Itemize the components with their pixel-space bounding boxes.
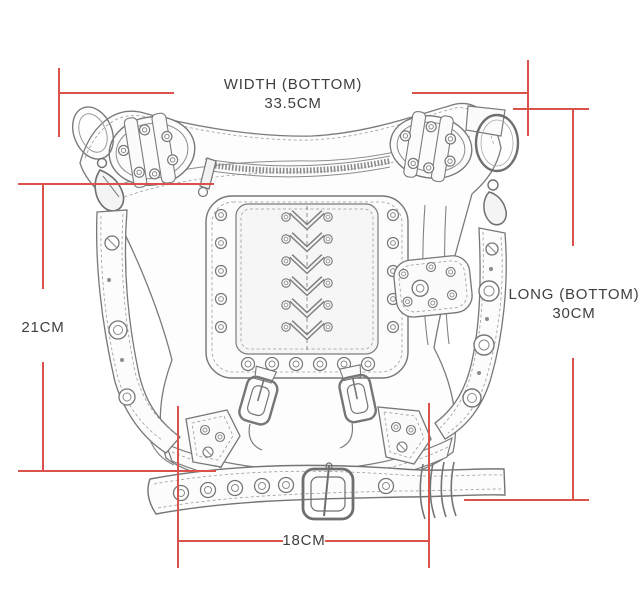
long-dimension-label: LONG (BOTTOM) 30CM: [509, 285, 640, 323]
width-dim-left-tick: [58, 68, 60, 137]
inner-width-dim-right-tick: [428, 403, 430, 568]
height-dim-line-lower: [42, 362, 44, 472]
right-buckle-plate: [389, 110, 473, 183]
front-pouch: [205, 195, 409, 379]
right-shield-panel: [377, 406, 432, 465]
d-ring: [474, 113, 520, 173]
left-hanging-strap: [71, 106, 181, 466]
long-dim-bottom-tick: [464, 499, 589, 501]
width-value-text: 33.5CM: [264, 95, 322, 112]
left-shield-panel: [185, 409, 241, 468]
long-label-text: LONG (BOTTOM): [508, 286, 640, 303]
width-label-text: WIDTH (BOTTOM): [223, 76, 363, 93]
carabiner-clip: [94, 169, 125, 212]
height-dim-bottom-tick: [18, 470, 216, 472]
inner-width-value-text: 18CM: [282, 532, 326, 549]
zipper: [197, 155, 391, 198]
height-value-text: 21CM: [21, 319, 65, 336]
width-dim-line-right: [412, 92, 528, 94]
inner-width-dim-left-tick: [177, 406, 179, 568]
left-mini-buckle: [238, 365, 279, 426]
side-cuff-pocket: [393, 204, 473, 346]
inner-width-dim-line-right: [325, 540, 430, 542]
width-dimension-label: WIDTH (BOTTOM) 33.5CM: [224, 75, 362, 113]
right-hanging-strap: [434, 105, 520, 440]
inner-width-dim-line-left: [177, 540, 283, 542]
right-mini-buckle: [338, 364, 377, 424]
bottom-belt: [147, 461, 506, 521]
width-dim-line-left: [58, 92, 174, 94]
long-dim-line-lower: [572, 358, 574, 501]
long-value-text: 30CM: [552, 305, 596, 322]
long-dim-top-tick: [513, 108, 589, 110]
belt-buckle: [301, 462, 355, 521]
height-dim-top-tick: [18, 183, 214, 185]
zipper-pull: [199, 157, 217, 190]
corset-lacing: [281, 206, 333, 352]
inner-width-dimension-label: 18CM: [282, 531, 325, 550]
long-dim-line-upper: [572, 108, 574, 246]
height-dimension-label: 21CM: [21, 318, 64, 337]
pouch-border-grommets: [214, 208, 400, 372]
width-dim-right-tick: [527, 60, 529, 136]
snap-hook: [483, 191, 507, 226]
height-dim-line-upper: [42, 183, 44, 289]
strap-link-ring: [96, 157, 108, 169]
